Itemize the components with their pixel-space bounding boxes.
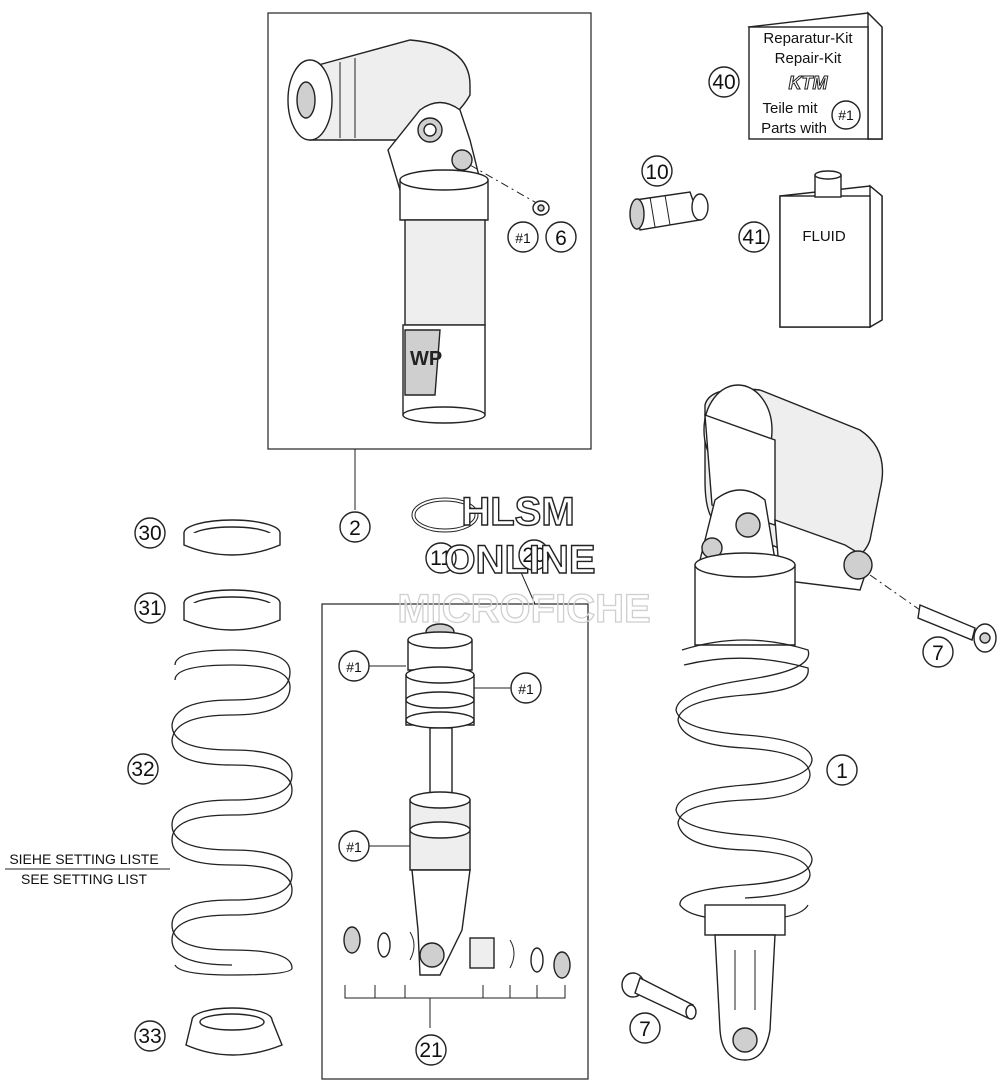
repair-kit-line4: Parts with [761, 120, 827, 137]
svg-text:31: 31 [138, 597, 161, 620]
leader-20 [519, 569, 536, 605]
svg-text:41: 41 [742, 226, 765, 249]
watermark-line1: HLSM [461, 490, 574, 534]
part-21-group-box [321, 603, 589, 1080]
part-21-bushings [343, 926, 571, 1028]
ktm-logo: KTM [789, 73, 829, 93]
callout-33: 33 [134, 1020, 166, 1052]
callout-2: 2 [339, 511, 371, 543]
svg-text:21: 21 [419, 1039, 442, 1062]
callout-21: 21 [415, 1034, 447, 1066]
svg-text:6: 6 [555, 227, 567, 250]
repair-kit-line2: Repair-Kit [775, 50, 843, 67]
svg-text:33: 33 [138, 1025, 161, 1048]
callout-1: 1 [826, 754, 858, 786]
part-2-group-box [267, 12, 592, 450]
callout-32: 32 [127, 753, 159, 785]
watermark-line2: ONLINE [444, 538, 595, 582]
callout-7-upper: 7 [922, 636, 954, 668]
part-10-valve [629, 191, 709, 231]
complete-shock-drawing [675, 384, 921, 1061]
callout-20: 20 [518, 539, 550, 571]
callout-7-lower: 7 [629, 1012, 661, 1044]
callout-hash1-part6: #1 [507, 221, 539, 253]
repair-kit-line3: Teile mit [762, 100, 818, 117]
callout-31: 31 [134, 592, 166, 624]
callout-40: 40 [708, 66, 740, 98]
shock-body-drawing: WP [287, 39, 541, 424]
callout-hash1-piston-top: #1 [338, 650, 406, 682]
part-11-circlip [411, 497, 479, 533]
part-31-ring [183, 589, 281, 631]
svg-text:11: 11 [430, 547, 452, 570]
spring-note-line1: SIEHE SETTING LISTE [9, 851, 158, 867]
fluid-bottle [779, 170, 883, 329]
part-7-bolt-lower [621, 972, 697, 1020]
svg-text:WP: WP [410, 348, 442, 370]
callout-hash1-piston-mid: #1 [474, 672, 542, 704]
svg-text:7: 7 [932, 642, 944, 665]
svg-text:10: 10 [645, 161, 668, 184]
svg-text:1: 1 [836, 760, 848, 783]
spring-note-line2: SEE SETTING LIST [21, 871, 147, 887]
callout-30: 30 [134, 517, 166, 549]
svg-text:30: 30 [138, 522, 161, 545]
callout-11: 11 [425, 542, 457, 574]
repair-kit-line1: Reparatur-Kit [763, 30, 853, 47]
callout-41: 41 [738, 221, 770, 253]
piston-rod-drawing [405, 623, 475, 976]
part-6-nut [532, 200, 550, 216]
callout-10: 10 [641, 155, 673, 187]
callout-6: 6 [545, 221, 577, 253]
svg-text:32: 32 [131, 758, 154, 781]
repair-kit-ref: #1 [838, 107, 854, 123]
part-32-spring [171, 649, 293, 976]
fluid-label: FLUID [802, 228, 846, 245]
svg-text:#1: #1 [346, 659, 362, 675]
callout-hash1-piston-low: #1 [338, 830, 410, 862]
watermark-line3: MICROFICHE [397, 587, 650, 631]
part-7-bolt-upper [917, 604, 997, 653]
svg-text:#1: #1 [515, 230, 531, 246]
svg-text:#1: #1 [346, 839, 362, 855]
svg-text:#1: #1 [518, 681, 534, 697]
svg-text:7: 7 [639, 1018, 651, 1041]
repair-kit-ref-circle [831, 100, 861, 130]
part-30-ring [183, 519, 281, 556]
svg-text:2: 2 [349, 517, 361, 540]
part-33-spring-seat [185, 1007, 283, 1056]
svg-text:40: 40 [712, 71, 735, 94]
svg-text:20: 20 [522, 544, 545, 567]
